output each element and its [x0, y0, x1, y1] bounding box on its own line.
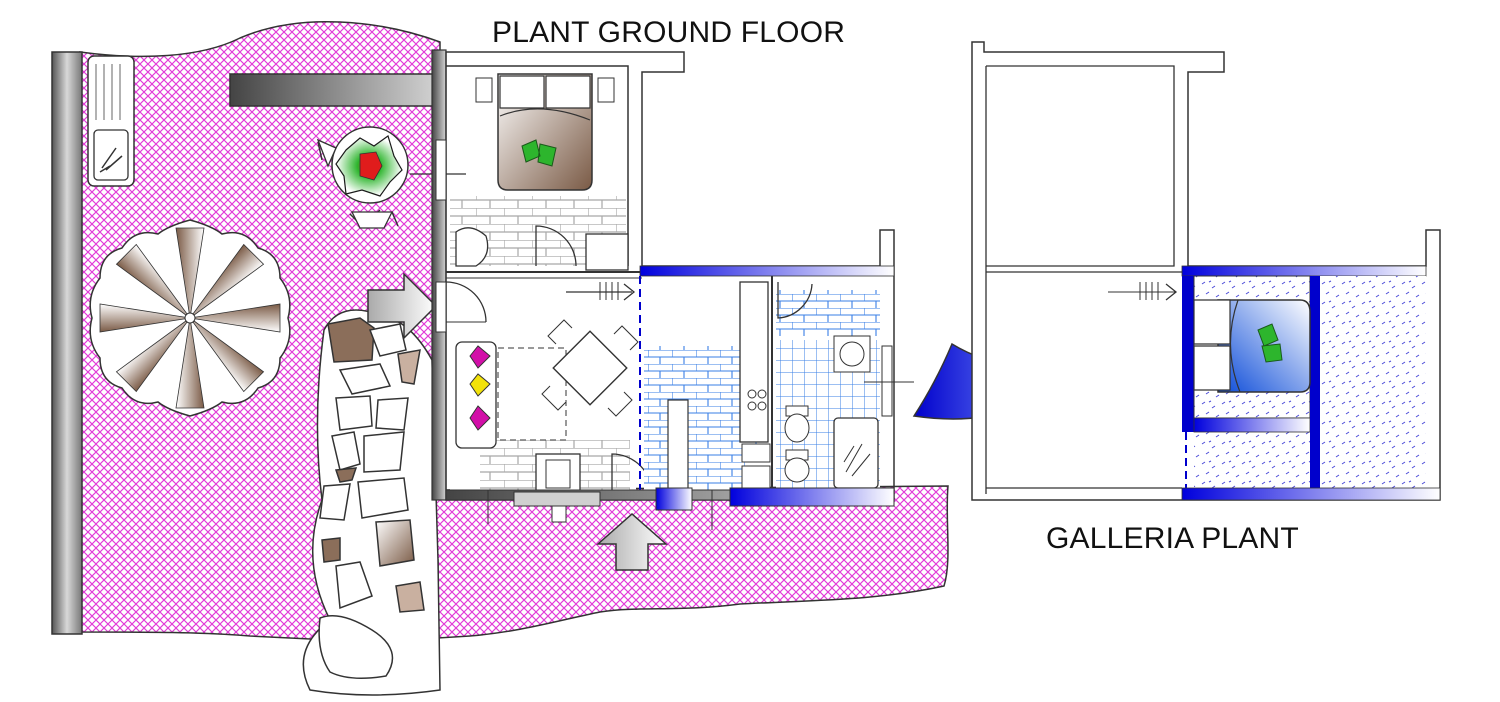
dining-table-icon [541, 319, 639, 417]
toilet-icon [784, 405, 810, 483]
side-entrance-arrow-icon [367, 272, 438, 340]
pergola-beam [229, 73, 441, 107]
boundary-wall-west [51, 51, 83, 635]
galleria-bed-icon [1193, 299, 1311, 393]
sink-icon [833, 335, 871, 373]
stairs-icon [566, 282, 636, 301]
shower-icon [833, 417, 879, 489]
front-entrance-arrow-icon [596, 512, 668, 571]
stepping-stone-path [302, 309, 441, 696]
ground-floor-title: PLANT GROUND FLOOR [492, 16, 846, 49]
sofa-icon [455, 341, 567, 449]
galleria-title: GALLERIA PLANT [1046, 522, 1299, 555]
umbrella-icon [89, 219, 291, 417]
outdoor-sink-icon [87, 55, 135, 187]
bed-icon [475, 73, 615, 191]
tree-icon [316, 126, 409, 229]
ground-floor-plan [431, 49, 914, 530]
galleria-plan [971, 41, 1441, 501]
